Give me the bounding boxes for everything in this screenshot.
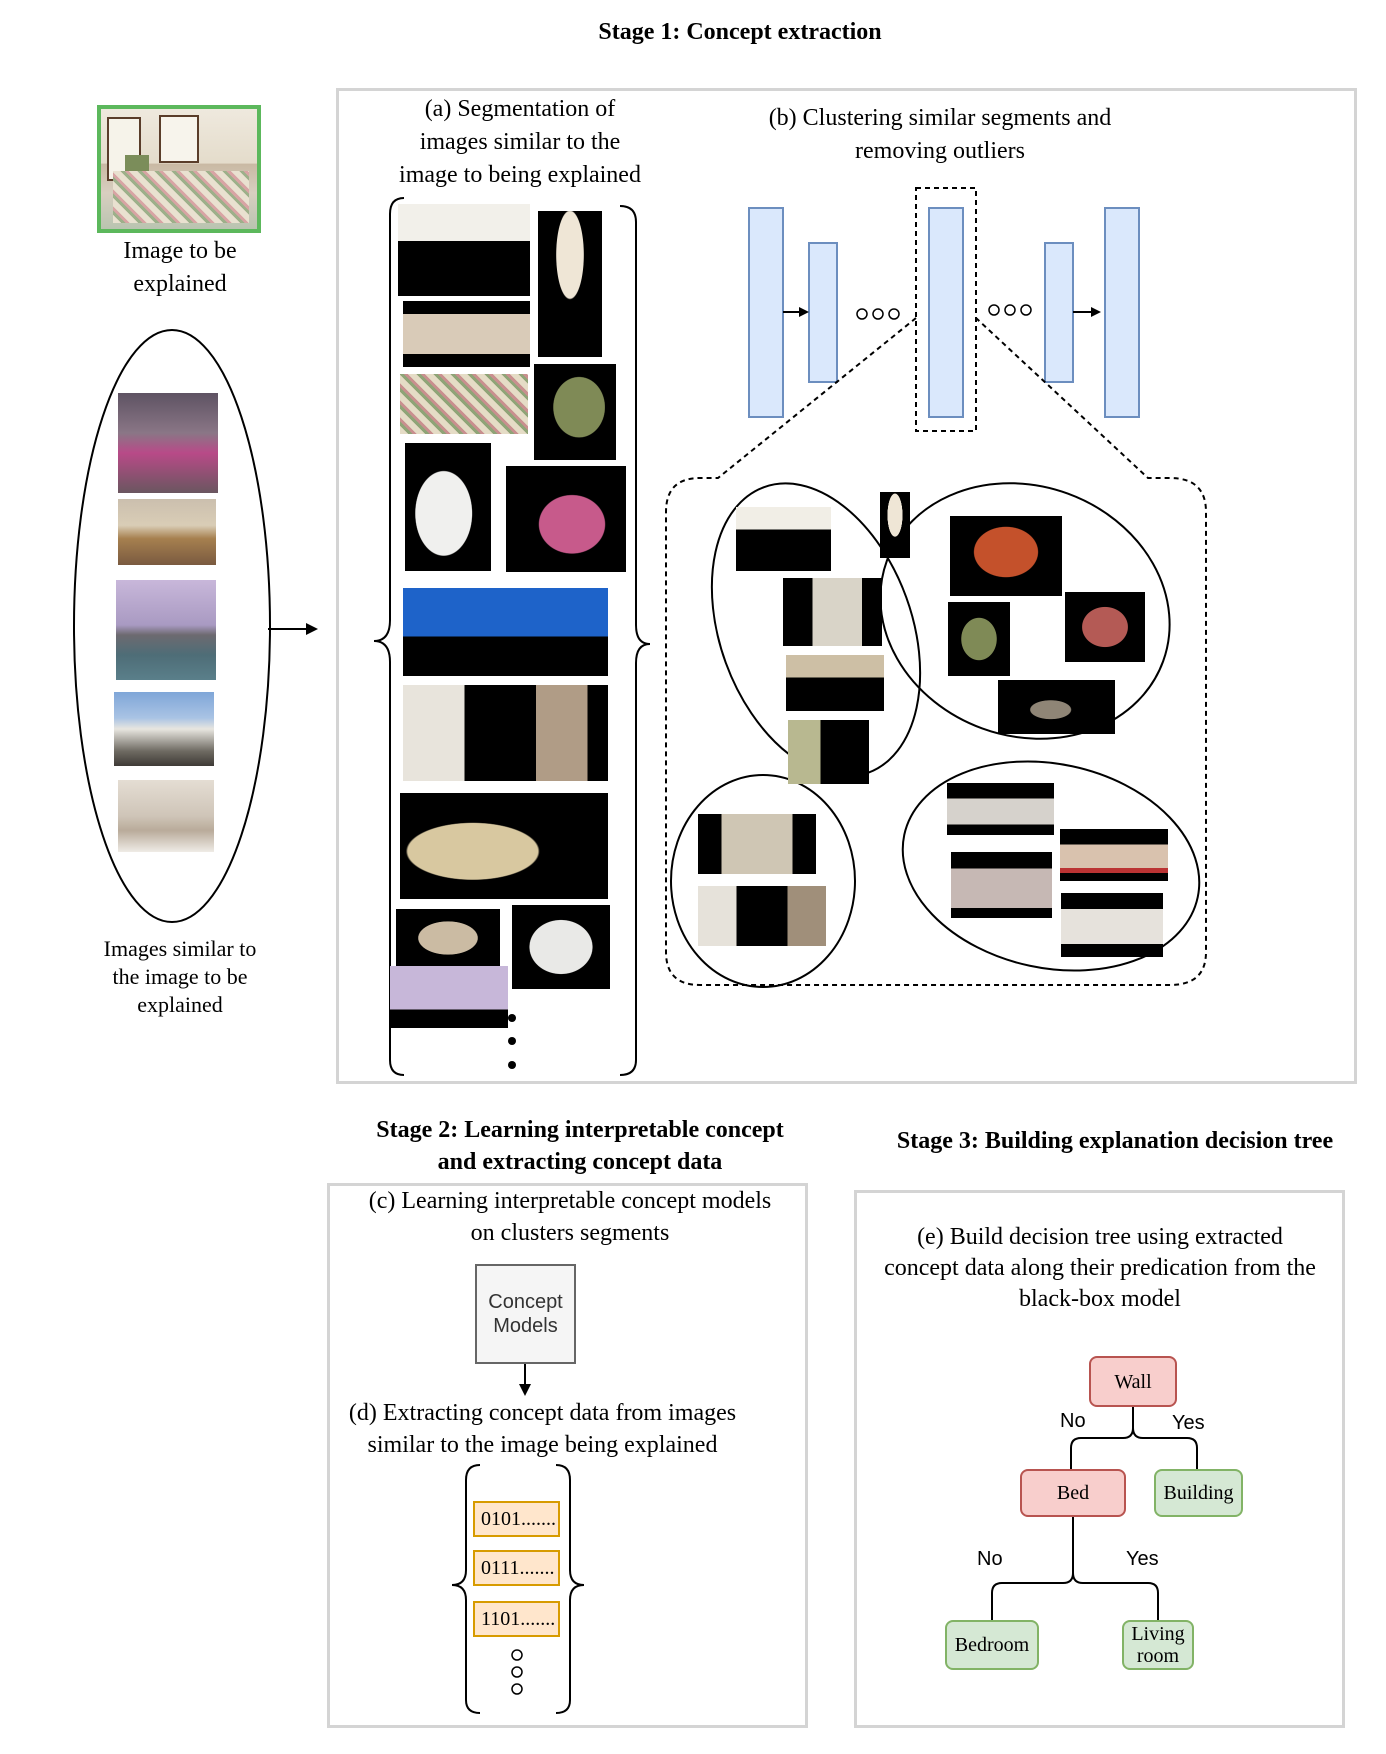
segment-chair-green — [534, 364, 616, 460]
tree-node-bed: Bed — [1020, 1469, 1126, 1517]
panel-a-line3: image to being explained — [399, 162, 641, 188]
cluster-thumb-street — [698, 886, 826, 946]
stage2-title-line2: and extracting concept data — [437, 1149, 723, 1175]
cluster-thumb-chair-dark — [998, 680, 1115, 734]
similar-caption-line3: explained — [137, 992, 223, 1017]
image-caption-line2: explained — [133, 271, 227, 297]
stage2-title: Stage 2: Learning interpretable concept … — [330, 1114, 830, 1178]
segment-lamp — [538, 211, 602, 357]
layer-2 — [808, 242, 838, 383]
cluster-thumb-wall-1 — [736, 507, 831, 571]
panel-c-caption: (c) Learning interpretable concept model… — [335, 1185, 805, 1249]
segment-sky — [403, 588, 608, 676]
bitstring-3: 1101....... — [473, 1601, 560, 1637]
tree-edge-wall-no: No — [1060, 1410, 1086, 1432]
segment-bed-1 — [403, 301, 530, 367]
cluster-bed — [901, 760, 1201, 972]
segment-bathtub — [512, 905, 610, 989]
segment-pink-bed — [506, 466, 626, 572]
cluster-thumb-bed-1 — [947, 783, 1054, 835]
cluster-thumb-bed-4 — [1061, 893, 1163, 957]
cluster-thumb-bed-2 — [1060, 829, 1168, 881]
stage1-frame — [336, 88, 1357, 1084]
panel-e-caption: (e) Build decision tree using extracted … — [860, 1222, 1340, 1315]
similar-caption-line1: Images similar to — [103, 936, 257, 961]
panel-b-caption: (b) Clustering similar segments and remo… — [720, 102, 1160, 168]
tree-node-wall: Wall — [1089, 1356, 1177, 1407]
similar-image-coast — [116, 580, 216, 680]
similar-image-bathroom — [118, 780, 214, 852]
cluster-building — [670, 774, 856, 988]
tree-node-living-room: Living room — [1122, 1620, 1194, 1670]
cluster-thumb-sofa — [950, 516, 1062, 596]
similar-image-street — [114, 692, 214, 766]
concept-models-box: Concept Models — [475, 1264, 576, 1364]
panel-e-line2: concept data along their predication fro… — [884, 1255, 1316, 1281]
similar-caption: Images similar to the image to be explai… — [70, 935, 290, 1019]
segment-armchair — [400, 793, 608, 899]
similar-caption-line2: the image to be — [112, 964, 248, 989]
panel-d-caption: (d) Extracting concept data from images … — [330, 1397, 755, 1461]
layer-5 — [1104, 207, 1140, 418]
cluster-thumb-wall-3 — [786, 655, 884, 711]
stage1-title: Stage 1: Concept extraction — [598, 19, 882, 45]
cluster-thumb-wall-2 — [783, 578, 882, 646]
cluster-thumb-lamp — [880, 492, 910, 558]
panel-a-caption: (a) Segmentation of images similar to th… — [360, 93, 680, 192]
segment-buildings — [403, 685, 608, 781]
image-caption-line1: Image to be — [123, 238, 237, 264]
layer-bottleneck — [928, 207, 964, 418]
panel-d-line2: similar to the image being explained — [367, 1432, 718, 1458]
panel-a-line2: images similar to the — [419, 129, 621, 155]
panel-d-line1: (d) Extracting concept data from images — [348, 1400, 737, 1426]
stage2-frame — [327, 1183, 808, 1728]
tree-node-bedroom: Bedroom — [945, 1620, 1039, 1670]
cluster-thumb-armchair-red — [1065, 592, 1145, 662]
cluster-thumb-bed-3 — [951, 852, 1052, 918]
panel-b-line2: removing outliers — [855, 138, 1025, 164]
tree-edge-wall-yes: Yes — [1172, 1412, 1205, 1434]
bottleneck-highlight — [915, 187, 977, 432]
segment-purple-sky — [390, 966, 508, 1028]
stage2-title-line1: Stage 2: Learning interpretable concept — [376, 1117, 784, 1143]
cluster-thumb-wall-4 — [788, 720, 869, 784]
concept-box-line1: Concept — [488, 1291, 563, 1313]
panel-c-line1: (c) Learning interpretable concept model… — [368, 1188, 772, 1214]
tree-node-building: Building — [1154, 1469, 1243, 1517]
cluster-thumb-castle — [698, 814, 816, 874]
segment-toilet — [405, 443, 491, 571]
segment-wall — [398, 204, 530, 296]
panel-b-line1: (b) Clustering similar segments and — [768, 105, 1112, 131]
cluster-chair — [879, 482, 1171, 740]
segment-pillow — [400, 374, 528, 434]
tree-edge-bed-no: No — [977, 1548, 1003, 1570]
similar-image-bedroom — [118, 393, 218, 493]
bitstring-1: 0101....... — [473, 1501, 560, 1537]
image-to-be-explained — [97, 105, 261, 233]
stage3-frame — [854, 1190, 1345, 1728]
similar-image-living-room — [118, 499, 216, 565]
panel-a-line1: (a) Segmentation of — [424, 96, 616, 122]
panel-c-line2: on clusters segments — [470, 1220, 670, 1246]
layer-4 — [1044, 242, 1074, 383]
panel-e-line1: (e) Build decision tree using extracted — [917, 1224, 1283, 1250]
stage3-title: Stage 3: Building explanation decision t… — [896, 1128, 1334, 1154]
panel-e-line3: black-box model — [1019, 1286, 1181, 1312]
concept-box-line2: Models — [493, 1315, 558, 1337]
living-room-line1: Living — [1131, 1623, 1185, 1645]
bitstring-2: 0111....... — [473, 1550, 560, 1586]
cluster-thumb-chair-green — [948, 602, 1010, 676]
segment-rug — [396, 909, 500, 967]
image-caption: Image to be explained — [80, 235, 280, 301]
living-room-line2: room — [1136, 1645, 1180, 1667]
tree-edge-bed-yes: Yes — [1126, 1548, 1159, 1570]
